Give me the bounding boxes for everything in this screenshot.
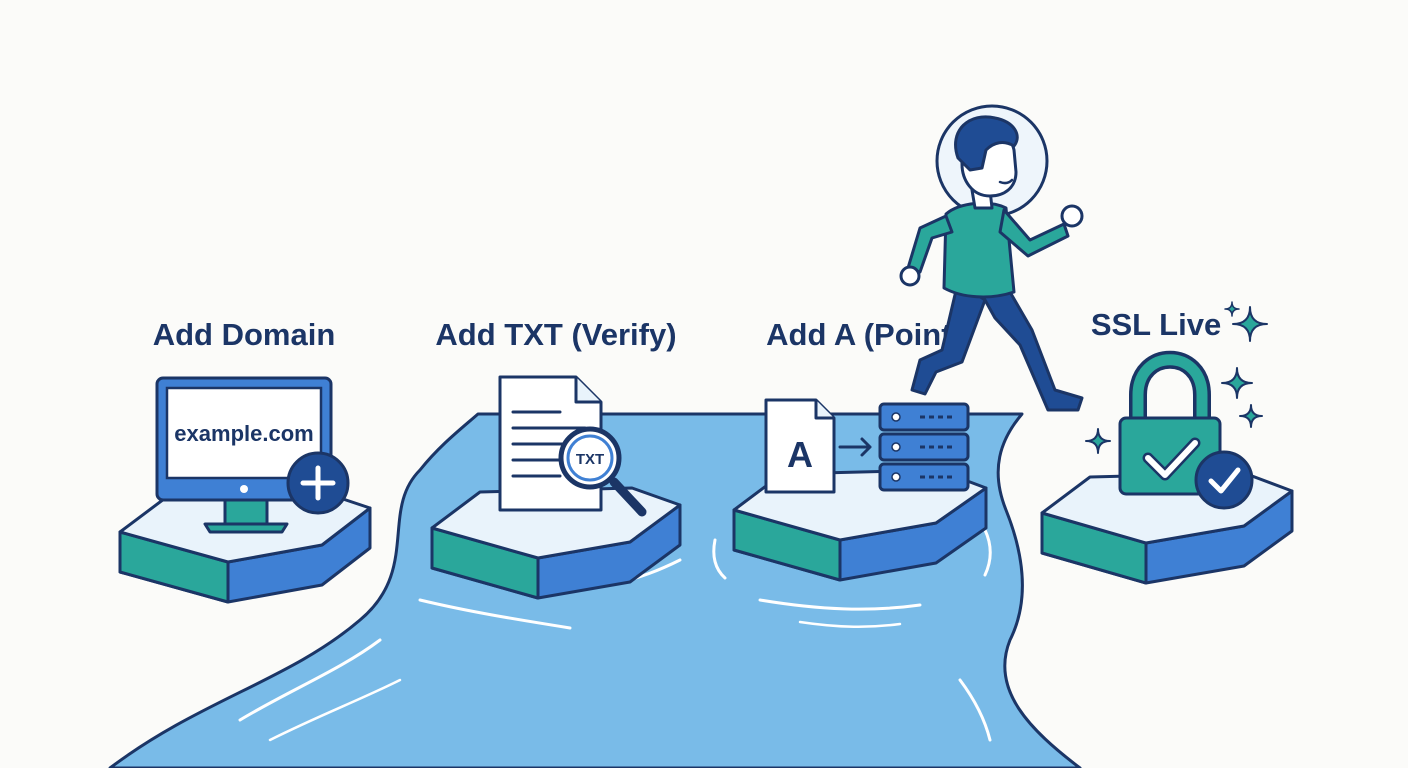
step-label-add-domain: Add Domain — [153, 317, 336, 352]
a-record-server-icon — [764, 398, 970, 494]
sparkle-icon — [1085, 301, 1268, 454]
a-record-letter: A — [787, 434, 813, 475]
platform-add-domain — [118, 490, 372, 604]
platform-add-txt — [430, 486, 682, 600]
monitor-plus-icon — [155, 376, 350, 534]
step-label-add-txt: Add TXT (Verify) — [435, 317, 676, 352]
step-label-add-a: Add A (Point) — [766, 317, 962, 352]
txt-badge-text: TXT — [576, 451, 604, 468]
running-person-icon — [899, 104, 1084, 412]
step-label-ssl-live: SSL Live — [1091, 307, 1221, 342]
monitor-domain-text: example.com — [174, 421, 313, 446]
txt-document-search-icon — [498, 375, 647, 517]
padlock-check-icon — [1118, 350, 1254, 510]
